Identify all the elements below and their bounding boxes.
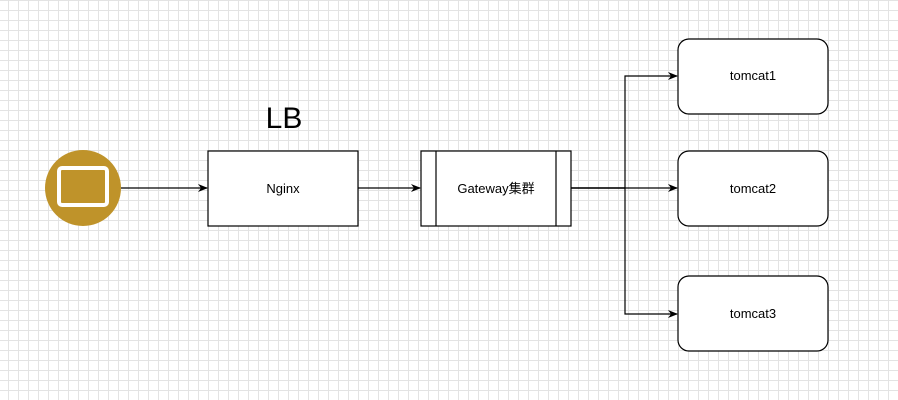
nginx-box (207, 150, 359, 227)
monitor-icon (57, 166, 109, 207)
nginx-node[interactable]: Nginx (207, 150, 359, 227)
connector-gateway-tomcat3 (571, 187, 678, 318)
tomcat2-node[interactable]: tomcat2 (677, 150, 829, 227)
tomcat3-box (677, 275, 829, 352)
gateway-label: Gateway集群 (457, 181, 534, 196)
tomcat1-box (677, 38, 829, 115)
connector-gateway-tomcat1 (571, 72, 678, 189)
gateway-node[interactable]: Gateway集群 (420, 150, 572, 227)
tomcat2-label: tomcat2 (730, 181, 776, 196)
tomcat3-label: tomcat3 (730, 306, 776, 321)
gateway-box (420, 150, 572, 227)
nginx-label: Nginx (266, 181, 300, 196)
lb-label: LB (266, 102, 303, 135)
tomcat1-label: tomcat1 (730, 68, 776, 83)
tomcat2-box (677, 150, 829, 227)
client-node[interactable] (45, 150, 121, 226)
tomcat1-node[interactable]: tomcat1 (677, 38, 829, 115)
tomcat3-node[interactable]: tomcat3 (677, 275, 829, 352)
